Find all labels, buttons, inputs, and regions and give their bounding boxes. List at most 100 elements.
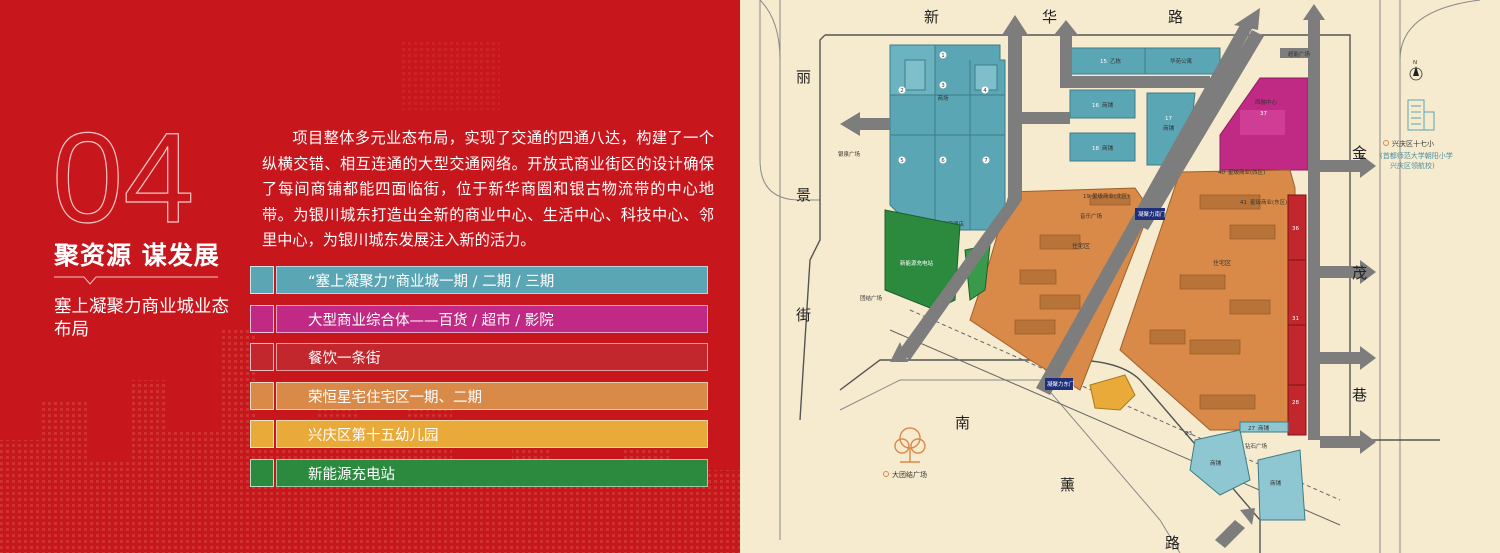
datuanjie-marker-icon	[883, 471, 889, 477]
se-shop-blocks: 商铺 商铺 27 商铺 钻石广场	[1189, 421, 1306, 521]
legend-bar	[276, 343, 708, 372]
mall-block-7-number: 7	[984, 158, 988, 164]
legend-row: 新能源充电站	[250, 458, 708, 487]
road-nanxun-char-1: 南	[955, 414, 970, 432]
svg-text:04: 04	[52, 118, 194, 236]
north-arrow-icon: N	[1409, 60, 1423, 81]
art-block-number: 15	[1100, 59, 1107, 65]
mall-block-5-number: 5	[900, 158, 904, 164]
road-jinmao-char-1: 金	[1352, 144, 1367, 162]
chaoneng-square-label: 超能广场	[1288, 50, 1311, 58]
block-19-number: 19	[1083, 194, 1090, 200]
dining-number-28: 28	[1292, 400, 1299, 406]
block-outline-north	[825, 34, 1440, 441]
legend-row: 荣恒星宅住宅区一期、二期	[250, 381, 708, 410]
road-xinhua-char-2: 华	[1042, 8, 1057, 26]
mall-label: 商场	[937, 94, 949, 102]
shop-s1-label: 商铺	[1210, 459, 1222, 467]
block-27-number: 27	[1248, 426, 1255, 432]
block-16-label: 商铺	[1102, 101, 1114, 109]
residential-b-label: 住宅区	[1213, 259, 1231, 267]
school-building-icon	[1407, 99, 1435, 131]
block-40-label: 星级商业(西区)	[1228, 168, 1265, 176]
block-18-number: 18	[1092, 146, 1099, 152]
complex-number: 37	[1260, 111, 1267, 117]
mall-block-3-number: 3	[941, 83, 945, 89]
residential-blocks: 住宅区 住宅区 19 星级商业(北区) 40 星级商业(西区) 41 星级商业(…	[969, 168, 1296, 437]
school-marker-icon	[1383, 140, 1389, 146]
charging-station-label: 新能源充电站	[900, 259, 934, 267]
north-gate-label: 凝聚力南门	[1138, 210, 1166, 218]
north-label: N	[1413, 60, 1417, 66]
heading-underline	[54, 276, 218, 285]
block-17-label: 商铺	[1163, 124, 1175, 132]
block-41-number: 41	[1240, 200, 1247, 206]
legend-swatch	[250, 304, 274, 333]
legend-swatch	[250, 458, 274, 487]
mingbao-square-label: 银泉广场	[838, 150, 861, 158]
legend-row: 大型商业综合体——百货 / 超市 / 影院	[250, 304, 708, 333]
left-panel: 04 聚资源 谋发展 塞上凝聚力商业城业态布局 项目整体多元业态布局，实现了交通…	[0, 0, 740, 553]
block-19-label: 星级商业(北区)	[1092, 192, 1129, 200]
tree-icon	[894, 427, 926, 463]
block-27-label: 商铺	[1258, 424, 1270, 432]
music-square-label: 音乐广场	[1080, 212, 1103, 220]
shop-s2-label: 商铺	[1270, 479, 1282, 487]
road-nanxun-char-3: 路	[1165, 534, 1180, 552]
legend-bar	[276, 304, 708, 333]
mall-block-6-number: 6	[941, 158, 945, 164]
legend-swatch	[250, 381, 274, 410]
commercial-complex-block: 西融中心 37	[1219, 77, 1309, 171]
intro-paragraph: 项目整体多元业态布局，实现了交通的四通八达，构建了一个纵横交错、相互连通的大型交…	[262, 129, 714, 250]
legend-bar	[276, 420, 708, 449]
complex-label: 西融中心	[1255, 98, 1278, 106]
road-xinhua-char-1: 新	[924, 8, 939, 26]
south-dashed-road	[909, 309, 1341, 501]
block-outline-west	[799, 34, 826, 421]
legend-label: 兴庆区第十五幼儿园	[308, 428, 439, 445]
road-nanxun-char-2: 薰	[1060, 476, 1075, 494]
dining-number-31: 31	[1292, 316, 1299, 322]
block-16-number: 16	[1092, 103, 1099, 109]
block-18-label: 商铺	[1102, 144, 1114, 152]
mall-block-2-number: 2	[900, 88, 904, 94]
north-gate-marker	[1135, 208, 1165, 220]
road-jinmao-char-3: 巷	[1352, 386, 1367, 404]
road-jinmao-char-2: 茂	[1352, 264, 1367, 282]
road-edge-west	[759, 0, 820, 201]
kindergarten-block	[1089, 374, 1136, 411]
page-subtitle: 塞上凝聚力商业城业态布局	[54, 297, 229, 340]
legend-label: 荣恒星宅住宅区一期、二期	[308, 389, 482, 406]
block-40-number: 40	[1218, 170, 1225, 176]
legend-swatch	[250, 420, 274, 449]
residential-a-label: 住宅区	[1072, 242, 1090, 250]
site-map-svg: 1 2 3 4 商场 5 6 7 迎宾酒店 15 乙栋 华苑公寓 16 商铺	[759, 0, 1481, 553]
legend-swatch	[250, 266, 274, 294]
legend-bar	[276, 266, 708, 294]
block-41-label: 星级商业(东区)	[1250, 198, 1287, 206]
road-lijing-char-2: 景	[796, 186, 811, 204]
dining-street-block: 36 31 28	[1287, 194, 1307, 436]
road-lijing-char-3: 街	[796, 306, 811, 324]
road-xinhua-char-3: 路	[1168, 8, 1183, 26]
school-note-1: (首都师范大学朝阳小学	[1380, 151, 1453, 160]
mall-block-1-number: 1	[941, 53, 945, 59]
section-number: 04	[52, 118, 195, 236]
legend-bar	[276, 458, 708, 487]
mall-block-4-number: 4	[983, 88, 987, 94]
tuanjie-square-label: 团结广场	[860, 294, 883, 302]
south-gate-label: 凝聚力东门	[1047, 380, 1075, 388]
block-23-number: 23	[1185, 431, 1192, 437]
datuanjie-square-label: 大团结广场	[892, 470, 927, 479]
school-note-2: 兴庆区领航校)	[1390, 161, 1435, 170]
site-map: 1 2 3 4 商场 5 6 7 迎宾酒店 15 乙栋 华苑公寓 16 商铺	[740, 0, 1500, 553]
legend-bar	[276, 381, 708, 410]
legend-row: 餐饮一条街	[250, 343, 708, 372]
legend-label: 餐饮一条街	[308, 351, 381, 368]
mall-blocks: 1 2 3 4 商场 5 6 7 迎宾酒店 15 乙栋 华苑公寓 16 商铺	[889, 44, 1221, 231]
art-block-label: 乙栋	[1110, 57, 1122, 65]
dining-number-36: 36	[1292, 226, 1299, 232]
south-gate-marker	[1045, 378, 1073, 390]
legend-label: “塞上凝聚力”商业城一期 / 二期 / 三期	[308, 274, 555, 290]
legend: “塞上凝聚力”商业城一期 / 二期 / 三期大型商业综合体——百货 / 超市 /…	[250, 266, 708, 498]
